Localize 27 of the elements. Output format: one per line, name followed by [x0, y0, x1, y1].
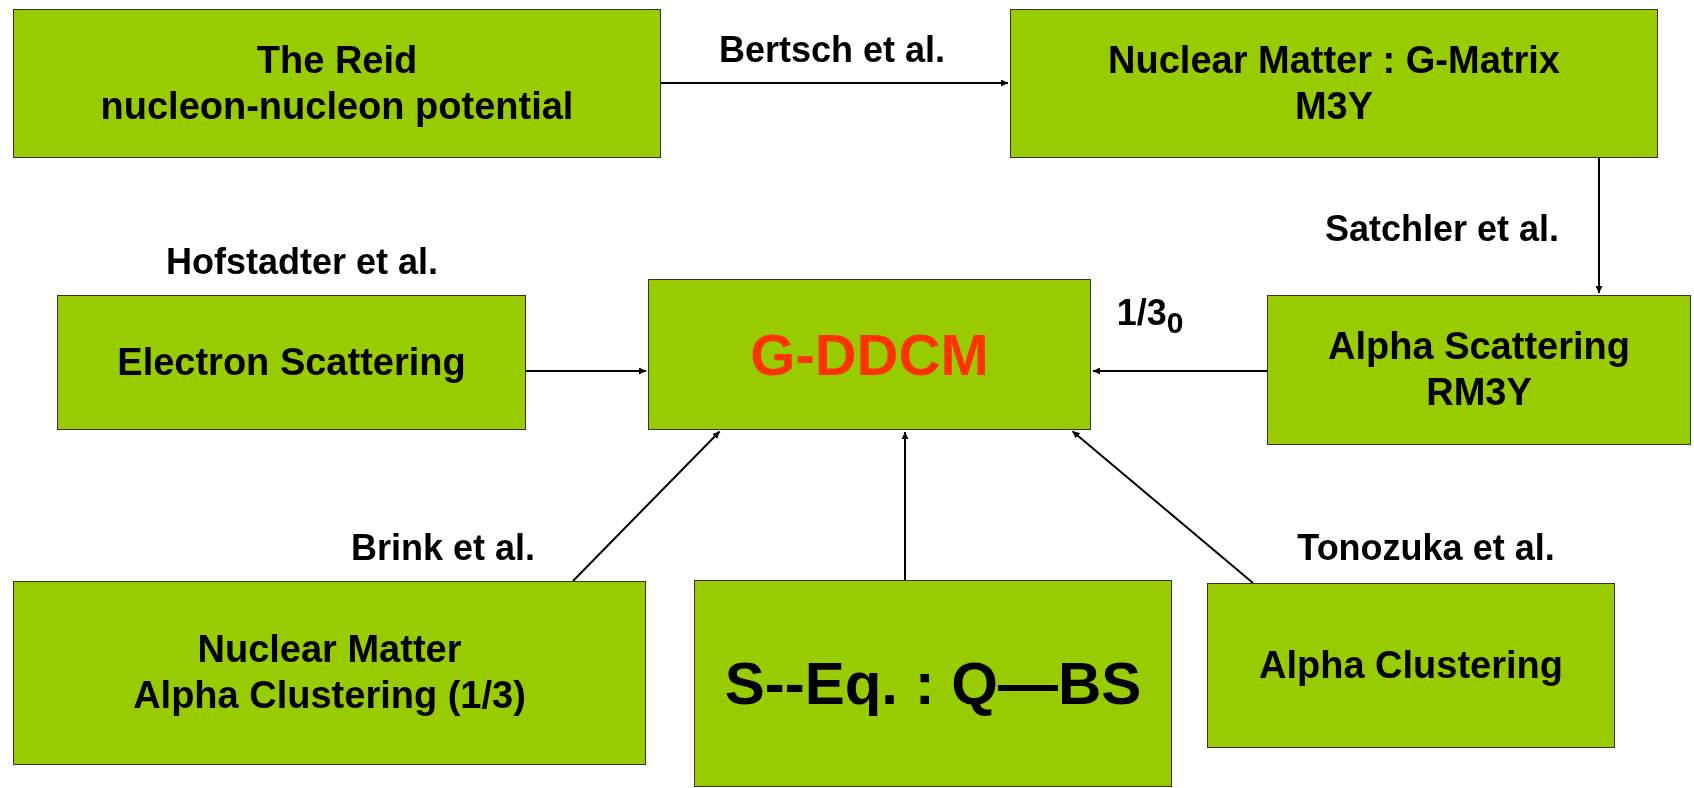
node-label: S--Eq. : Q—BS — [724, 648, 1142, 719]
arrow — [525, 367, 647, 375]
arrow — [1595, 157, 1603, 294]
node-label: Alpha Scattering — [1328, 324, 1630, 370]
node-label: Nuclear Matter — [197, 627, 462, 673]
arrow — [572, 430, 721, 582]
node-label: G-DDCM — [750, 320, 989, 389]
process-box — [694, 580, 1172, 787]
arrow — [1092, 367, 1268, 375]
arrow — [660, 79, 1009, 87]
node-label: nucleon-nucleon potential — [100, 83, 574, 129]
node-label: RM3Y — [1426, 370, 1532, 415]
node-label: The Reid — [256, 37, 418, 83]
node-label: M3Y — [1294, 83, 1374, 129]
arrow — [1071, 430, 1254, 584]
node-label: Nuclear Matter : G-Matrix — [1108, 37, 1560, 83]
node-label: Alpha Clustering — [1259, 642, 1563, 688]
process-box — [1010, 9, 1658, 158]
process-box — [13, 9, 661, 158]
process-box — [57, 295, 526, 430]
node-label: Electron Scattering — [117, 339, 466, 385]
process-box — [13, 581, 646, 765]
node-label: Alpha Clustering (1/3) — [133, 673, 526, 718]
process-box — [1207, 583, 1615, 748]
arrow — [901, 431, 909, 581]
process-box — [1267, 295, 1691, 445]
process-box — [648, 279, 1091, 430]
